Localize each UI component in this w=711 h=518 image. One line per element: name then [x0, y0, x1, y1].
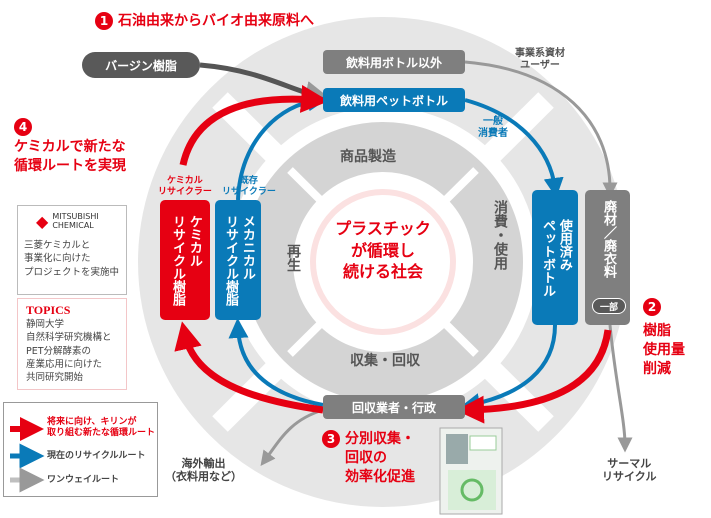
heading-4-text: ケミカルで新たな 循環ルートを実現 — [14, 139, 126, 174]
logo-text: CHEMICAL — [52, 220, 94, 230]
chemical-recycler-label: ケミカル リサイクラー — [158, 176, 212, 197]
heading-2: 2 — [643, 298, 666, 317]
number-badge: 3 — [322, 430, 340, 448]
used-pet-box: 使用済み ペットボトル — [532, 190, 578, 325]
future-arrow-collect — [456, 329, 612, 424]
legend: 将来に向け、キリンが 取り組む新たな循環ルート 現在のリサイクルルート ワンウェ… — [3, 402, 158, 497]
future-arrow-produce — [179, 84, 329, 166]
three-diamonds-icon: ◆ — [36, 212, 49, 231]
heading-3: 3 分別収集・ 回収の 効率化促進 — [322, 430, 415, 487]
topics-text: 静岡大学 自然科学研究機構と PET分解酵素の 産業応用に向けた 共同研究開始 — [26, 319, 112, 384]
sector-collection: 収集・回収 — [350, 353, 420, 369]
heading-text: 分別収集・ 回収の 効率化促進 — [345, 431, 415, 485]
recycling-box-illustration — [439, 427, 503, 515]
virgin-resin-box: バージン樹脂 — [82, 52, 200, 78]
number-badge: 1 — [95, 12, 113, 30]
number-badge: 4 — [14, 118, 32, 136]
logo-text: MITSUBISHI — [52, 211, 99, 221]
mitsubishi-text: 三菱ケミカルと 事業化に向けた プロジェクトを実施中 — [24, 240, 120, 278]
current-arrow-consume — [464, 98, 564, 198]
legend-oneway-route: ワンウェイルート — [47, 475, 120, 485]
current-arrow-collect — [460, 324, 557, 413]
legend-current-route: 現在のリサイクルルート — [47, 451, 146, 461]
existing-recycler-label: 既存 リサイクラー — [222, 176, 276, 197]
partial-badge: 一部 — [592, 298, 626, 314]
oneway-arrow-export — [260, 408, 324, 467]
oneway-arrow-business — [464, 60, 618, 198]
center-title: プラスチック が循環し 続ける社会 — [335, 219, 431, 282]
pet-bottle-box: 飲料用ペットボトル — [323, 88, 465, 112]
export-label: 海外輸出 （衣料用など） — [165, 457, 242, 484]
consumers-label: 一般 消費者 — [478, 116, 508, 139]
sector-manufacturing: 商品製造 — [340, 149, 396, 165]
oneway-arrow-thermal — [608, 324, 633, 453]
heading-text: 石油由来からバイオ由来原料へ — [118, 13, 314, 29]
business-users-label: 事業系資材 ユーザー — [515, 48, 565, 71]
heading-4: 4 — [14, 118, 37, 136]
heading-1: 1 石油由来からバイオ由来原料へ — [95, 12, 314, 31]
chemical-resin-box: ケミカル リサイクル樹脂 — [160, 200, 210, 320]
mechanical-resin-box: メカニカル リサイクル樹脂 — [215, 200, 261, 320]
topics-title: TOPICS — [26, 303, 71, 317]
inner-ring — [243, 122, 523, 402]
current-arrow-regen — [228, 318, 324, 407]
thermal-label: サーマル リサイクル — [602, 457, 657, 484]
topics-callout: TOPICS 静岡大学 自然科学研究機構と PET分解酵素の 産業応用に向けた … — [17, 298, 127, 390]
legend-future-route: 将来に向け、キリンが 取り組む新たな循環ルート — [47, 417, 156, 438]
heading-2-text: 樹脂 使用量 削減 — [643, 323, 685, 377]
sector-consumption: 消費・使用 — [492, 200, 508, 270]
future-arrow-regen — [174, 321, 324, 414]
number-badge: 2 — [643, 298, 661, 316]
sector-regeneration: 再生 — [285, 244, 301, 272]
non-bottle-box: 飲料用ボトル以外 — [323, 50, 465, 74]
collector-box: 回収業者・行政 — [323, 395, 465, 419]
